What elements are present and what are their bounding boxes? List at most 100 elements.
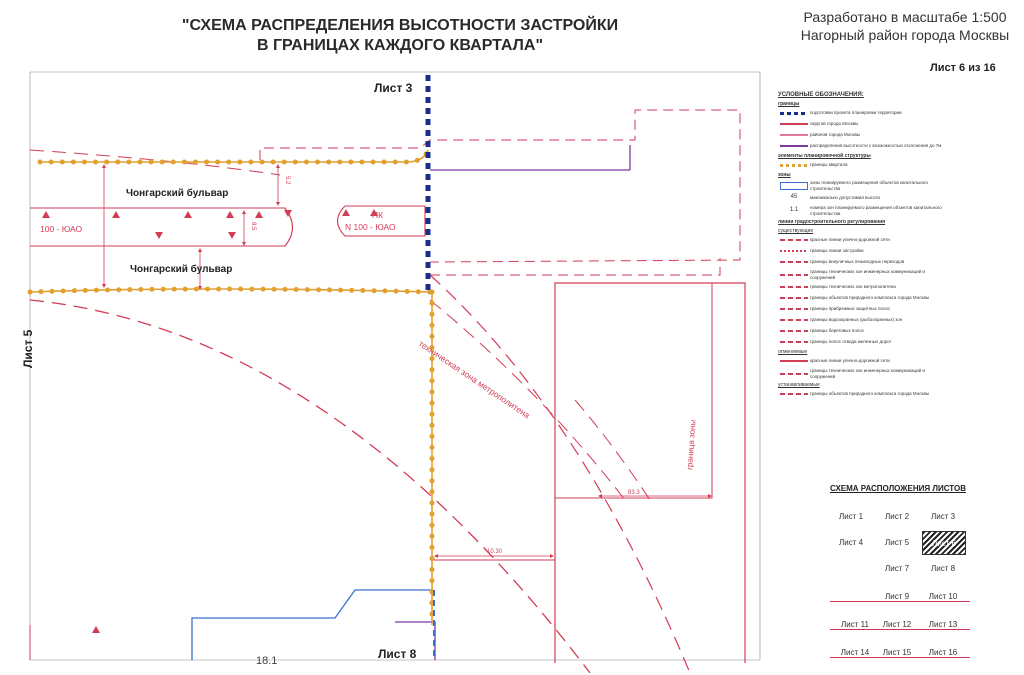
- red-parcel-right: [554, 282, 746, 663]
- road-code-left: 100 - ЮАО: [40, 224, 83, 234]
- legend-row: красные линии улично-дорожной сети: [778, 236, 948, 244]
- legend-label: максимально допустимая высота: [810, 195, 880, 201]
- triangle-marker: [92, 626, 100, 633]
- triangle-marker: [370, 209, 378, 216]
- legend-label: зоны планируемого размещения объектов ка…: [810, 180, 929, 191]
- legend-row: границы водоохранных (рыбоохранных) зон: [778, 316, 948, 324]
- arc-metro-zone-1: [429, 274, 691, 673]
- green-line-symbol: [778, 390, 810, 398]
- arc-metro-zone-2: [429, 299, 626, 501]
- sheet-cell-2[interactable]: Лист 2: [884, 511, 910, 521]
- legend-row: границы технических зон метрополитена: [778, 283, 948, 291]
- legend-label: границы водоохранных (рыбоохранных) зон: [810, 317, 903, 323]
- quarter-bound-upper-dots: [37, 147, 431, 165]
- label-sheet-top: Лист 3: [374, 81, 413, 95]
- arc-metro-zone-3: [574, 399, 651, 501]
- triangle-marker: [184, 211, 192, 218]
- dashed-red-symbol: [778, 316, 810, 324]
- legend-row: границы линии застройки: [778, 247, 948, 255]
- map-legend: УСЛОВНЫЕ ОБОЗНАЧЕНИЯ: границы подготовки…: [778, 92, 948, 401]
- crossed-line-symbol: [778, 357, 810, 365]
- legend-label: границы полос отвода железных дорог: [810, 339, 892, 345]
- median-left: [30, 207, 294, 247]
- legend-label: номера зон планируемого размещения объек…: [810, 205, 942, 216]
- legend-row: границы полос отвода железных дорог: [778, 338, 948, 346]
- road-code-right-1: ПК: [372, 210, 383, 220]
- legend-label: границы технических зон инженерных комму…: [810, 368, 925, 379]
- legend-sub-existing: существующие: [778, 228, 814, 234]
- legend-heading: УСЛОВНЫЕ ОБОЗНАЧЕНИЯ:: [778, 92, 864, 98]
- sheet-cell-1[interactable]: Лист 1: [838, 511, 864, 521]
- sheet-cell-12[interactable]: Лист 12: [882, 619, 912, 629]
- sheet-cell-14[interactable]: Лист 14: [840, 647, 870, 657]
- map-title: "СХЕМА РАСПРЕДЕЛЕНИЯ ВЫСОТНОСТИ ЗАСТРОЙК…: [180, 16, 620, 56]
- legend-row: границы технических зон инженерных комму…: [778, 269, 948, 280]
- sheet-cell-9[interactable]: Лист 9: [884, 591, 910, 601]
- legend-row: красные линии улично-дорожной сети: [778, 357, 948, 365]
- road-code-right-2: N 100 - ЮАО: [345, 222, 396, 232]
- legend-row: границы объектов природного комплекса го…: [778, 390, 948, 398]
- legend-label: границы объектов природного комплекса го…: [810, 391, 930, 397]
- dim-label-2: 8.5: [250, 222, 256, 231]
- sheet-cell-7[interactable]: Лист 7: [884, 563, 910, 573]
- triangle-marker: [284, 210, 292, 217]
- sheet-divider: [830, 657, 970, 658]
- legend-row: границы квартала: [778, 161, 948, 169]
- sheet-cell-11[interactable]: Лист 11: [841, 619, 869, 629]
- legend-label: границы береговых полос: [810, 328, 865, 334]
- dashed-red-symbol: [778, 327, 810, 335]
- height-value: 45: [790, 194, 798, 200]
- sheet-cell-4[interactable]: Лист 4: [838, 537, 864, 547]
- legend-row: границы объектов природного комплекса го…: [778, 294, 948, 302]
- blue-box-symbol: [778, 181, 810, 190]
- legend-label: красные линии улично-дорожной сети: [810, 358, 890, 364]
- label-sheet-bottom: Лист 8: [378, 647, 417, 661]
- quarter-bound-upper: [40, 149, 429, 163]
- dashed-contour-right: [430, 258, 721, 276]
- sheet-cell-6-active[interactable]: Лист 6: [922, 531, 966, 555]
- legend-label: округов города Москвы: [810, 121, 859, 127]
- legend-label: границы объектов природного комплекса го…: [810, 295, 930, 301]
- sheet-cell-16[interactable]: Лист 16: [928, 647, 958, 657]
- legend-sub-lines: линии градостроительного регулирования: [778, 219, 886, 225]
- legend-label: границы прибрежных защитных полос: [810, 306, 891, 312]
- legend-label: границы внеуличных пешеходных переходов: [810, 259, 905, 265]
- sheet-grid: Лист 1 Лист 2 Лист 3 Лист 4 Лист 5 Лист …: [830, 505, 1020, 675]
- legend-label: распределения высотности с возможностью …: [810, 143, 942, 149]
- legend-row: зоны планируемого размещения объектов ка…: [778, 180, 948, 191]
- dashed-red-symbol: [778, 305, 810, 313]
- sheet-cell-5[interactable]: Лист 5: [884, 537, 910, 547]
- legend-sub-zones: зоны: [778, 172, 791, 178]
- zone-number-value: 1.1: [789, 206, 799, 213]
- blue-dash-symbol: [778, 109, 810, 117]
- scale-note-line-1: Разработано в масштабе 1:500: [803, 9, 1007, 25]
- dim-label-4: 83.3: [628, 490, 640, 496]
- street-label-upper: Чонгарский бульвар: [126, 187, 228, 199]
- title-line-2: В ГРАНИЦАХ КАЖДОГО КВАРТАЛА": [256, 37, 544, 54]
- legend-row: округов города Москвы: [778, 120, 948, 128]
- blue-zone-outline: [191, 589, 432, 660]
- zone-metro-label: техническая зона метрополитена: [417, 338, 532, 420]
- red-line-symbol: [778, 120, 810, 128]
- legend-row: распределения высотности с возможностью …: [778, 142, 948, 150]
- median-right: [336, 205, 426, 237]
- sheet-layout-title: СХЕМА РАСПОЛОЖЕНИЯ ЛИСТОВ: [830, 484, 966, 493]
- triangle-marker: [226, 211, 234, 218]
- dim-label-1: 5.2: [284, 176, 290, 185]
- quarter-bound-lower: [29, 288, 431, 293]
- sheet-cell-13[interactable]: Лист 13: [928, 619, 958, 629]
- sheet-cell-3[interactable]: Лист 3: [930, 511, 956, 521]
- red-parcel-inner: [555, 283, 713, 499]
- sheet-cell-10[interactable]: Лист 10: [928, 591, 958, 601]
- sheet-cell-15[interactable]: Лист 15: [882, 647, 912, 657]
- dashed-red-symbol: [778, 283, 810, 291]
- triangle-markers: [42, 209, 378, 633]
- dashed-red-symbol: [778, 247, 810, 255]
- parcel-number: 18.1: [256, 655, 277, 667]
- sheet-cell-8[interactable]: Лист 8: [930, 563, 956, 573]
- sheet-divider: [830, 601, 970, 602]
- legend-label: красные линии улично-дорожной сети: [810, 237, 890, 243]
- dashed-red-symbol: [778, 271, 810, 279]
- triangle-marker: [228, 232, 236, 239]
